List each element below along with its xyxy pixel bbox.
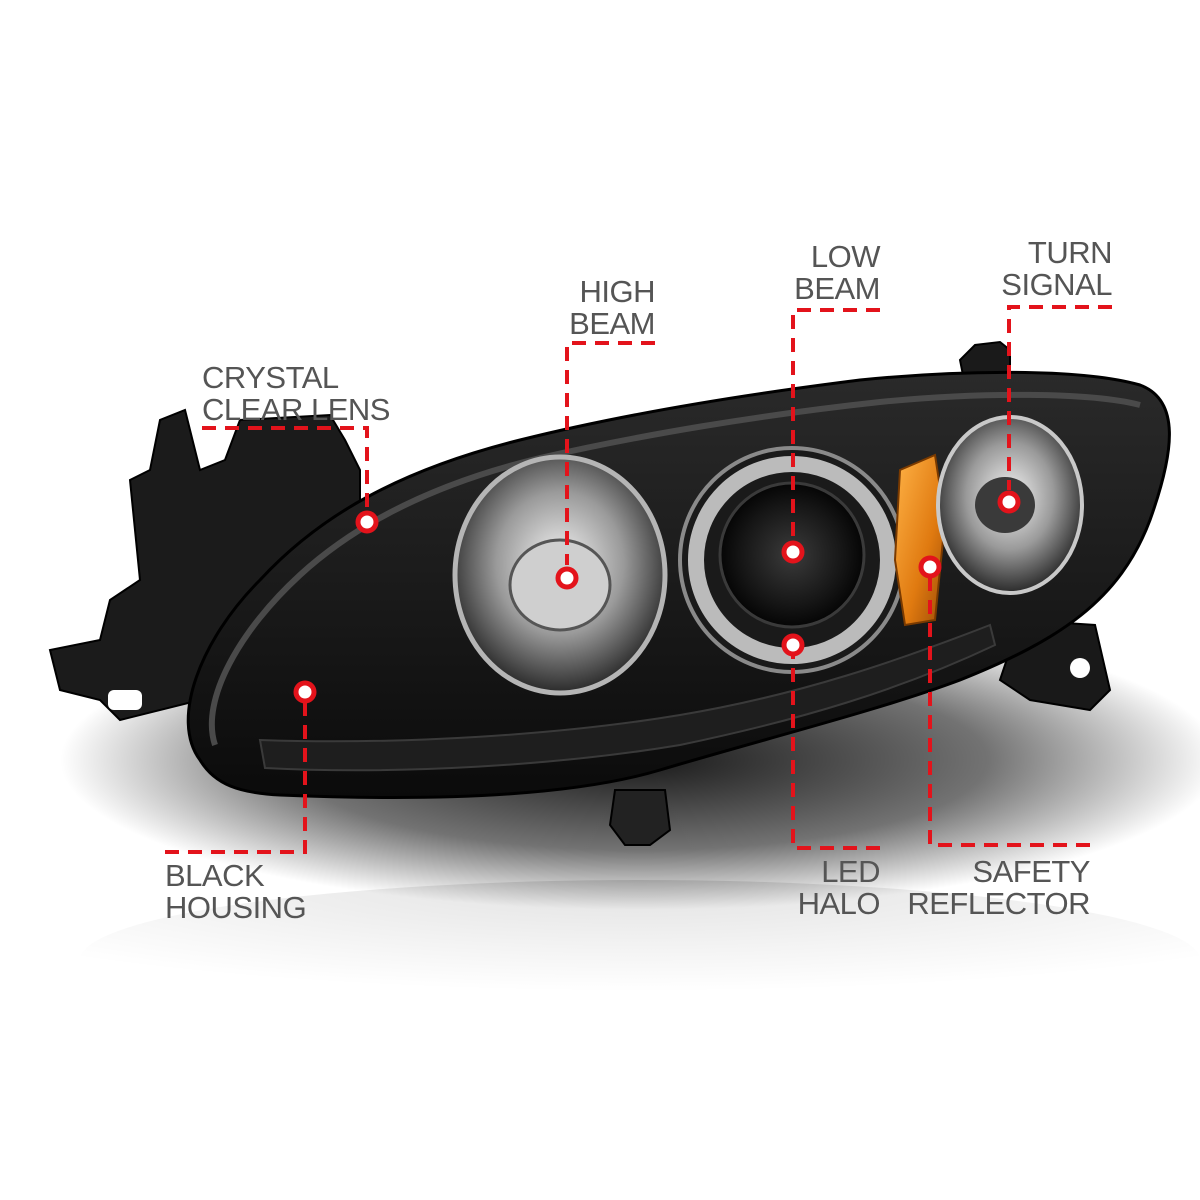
callout-line: HOUSING bbox=[165, 890, 307, 925]
callout-line: BEAM bbox=[794, 271, 880, 306]
bottom-tab bbox=[608, 789, 672, 846]
callout-high-beam: HIGH BEAM bbox=[535, 276, 655, 340]
mount-hole bbox=[1070, 658, 1090, 678]
dot-turn-signal bbox=[997, 490, 1021, 514]
callout-dots bbox=[293, 490, 1021, 704]
callout-line: REFLECTOR bbox=[907, 886, 1090, 921]
callout-line: TURN bbox=[1027, 235, 1113, 270]
callout-line: SAFETY bbox=[972, 854, 1090, 889]
callout-lines bbox=[165, 305, 1112, 854]
callout-turn-signal: TURN SIGNAL bbox=[972, 237, 1112, 301]
dot-black-housing bbox=[293, 680, 317, 704]
callout-line: LED bbox=[821, 854, 880, 889]
bracket-hole bbox=[108, 690, 142, 710]
dot-led-halo bbox=[781, 633, 805, 657]
dot-crystal-clear-lens bbox=[355, 510, 379, 534]
callout-line: HIGH bbox=[579, 274, 656, 309]
callout-line: CLEAR LENS bbox=[202, 392, 390, 427]
lens-rim bbox=[208, 391, 1141, 746]
lower-light-bar bbox=[258, 623, 997, 772]
callout-line: CRYSTAL bbox=[202, 360, 339, 395]
callout-low-beam: LOW BEAM bbox=[760, 241, 880, 305]
callout-line: LOW bbox=[810, 239, 881, 274]
callout-safety-reflector: SAFETY REFLECTOR bbox=[900, 856, 1090, 920]
dot-low-beam bbox=[781, 540, 805, 564]
callout-line: HALO bbox=[797, 886, 881, 921]
amber-reflector bbox=[893, 453, 947, 627]
dot-high-beam bbox=[555, 566, 579, 590]
callout-black-housing: BLACK HOUSING bbox=[165, 858, 307, 925]
callout-line: SIGNAL bbox=[1001, 267, 1112, 302]
callout-line: BEAM bbox=[569, 306, 655, 341]
callout-led-halo: LED HALO bbox=[760, 854, 881, 921]
dot-safety-reflector bbox=[918, 555, 942, 579]
floor-reflection bbox=[80, 880, 1200, 1040]
callout-crystal-clear-lens: CRYSTAL CLEAR LENS bbox=[202, 362, 390, 426]
callout-line: BLACK bbox=[165, 858, 265, 893]
